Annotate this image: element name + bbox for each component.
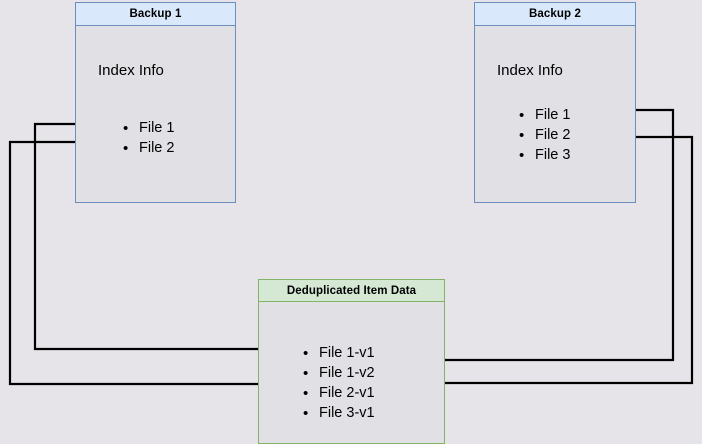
list-item: • File 2 (519, 125, 570, 145)
list-item: • File 2 (123, 138, 174, 158)
bullet-icon: • (519, 146, 525, 164)
file-label: File 3-v1 (319, 405, 375, 421)
node-deduplicated-file-list: • File 1-v1 • File 1-v2 • File 2-v1 • Fi… (303, 343, 375, 423)
bullet-icon: • (123, 139, 129, 157)
file-label: File 2 (139, 140, 175, 156)
node-backup-1-index-label: Index Info (98, 62, 164, 79)
list-item: • File 3 (519, 145, 570, 165)
bullet-icon: • (303, 364, 309, 382)
file-label: File 1-v2 (319, 365, 375, 381)
file-label: File 2-v1 (319, 385, 375, 401)
list-item: • File 1-v2 (303, 363, 375, 383)
list-item: • File 3-v1 (303, 403, 375, 423)
node-backup-1[interactable]: Backup 1 Index Info • File 1 • File 2 (75, 2, 236, 203)
node-backup-1-title: Backup 1 (76, 3, 235, 26)
file-label: File 2 (535, 127, 571, 143)
file-label: File 1 (139, 120, 175, 136)
node-backup-1-body: Index Info • File 1 • File 2 (76, 26, 235, 202)
node-backup-2-body: Index Info • File 1 • File 2 • File 3 (475, 26, 635, 202)
bullet-icon: • (123, 119, 129, 137)
list-item: • File 1-v1 (303, 343, 375, 363)
node-backup-2-file-list: • File 1 • File 2 • File 3 (519, 105, 570, 165)
bullet-icon: • (303, 384, 309, 402)
list-item: • File 2-v1 (303, 383, 375, 403)
list-item: • File 1 (123, 118, 174, 138)
bullet-icon: • (303, 344, 309, 362)
node-backup-2[interactable]: Backup 2 Index Info • File 1 • File 2 • … (474, 2, 636, 203)
node-backup-2-title: Backup 2 (475, 3, 635, 26)
bullet-icon: • (519, 126, 525, 144)
file-label: File 1 (535, 107, 571, 123)
file-label: File 1-v1 (319, 345, 375, 361)
node-backup-1-file-list: • File 1 • File 2 (123, 118, 174, 158)
node-backup-2-index-label: Index Info (497, 62, 563, 79)
list-item: • File 1 (519, 105, 570, 125)
node-deduplicated-item-data[interactable]: Deduplicated Item Data • File 1-v1 • Fil… (258, 279, 445, 444)
node-deduplicated-item-data-body: • File 1-v1 • File 1-v2 • File 2-v1 • Fi… (259, 302, 444, 443)
file-label: File 3 (535, 147, 571, 163)
node-deduplicated-item-data-title: Deduplicated Item Data (259, 280, 444, 302)
bullet-icon: • (519, 106, 525, 124)
bullet-icon: • (303, 404, 309, 422)
